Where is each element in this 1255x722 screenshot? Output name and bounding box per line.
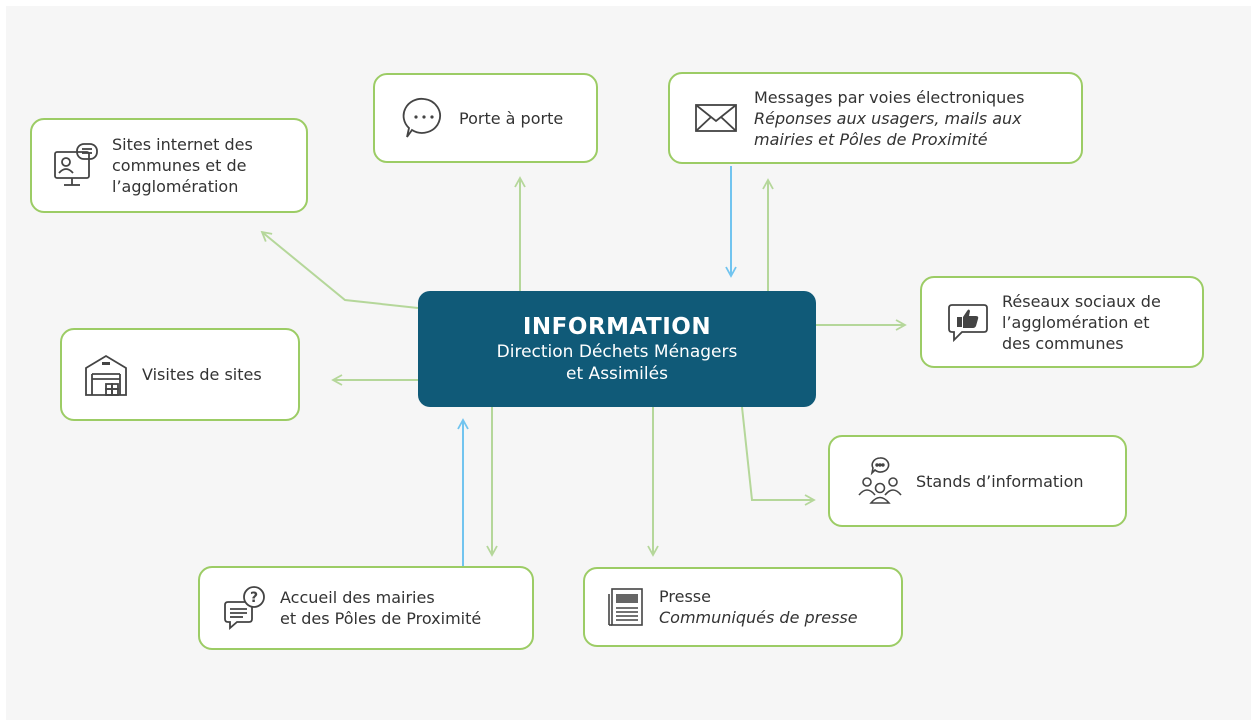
warehouse-icon <box>70 345 142 405</box>
node-reseaux-sociaux: Réseaux sociaux de l’agglomération et de… <box>920 276 1204 368</box>
node-accueil-mairies: ? Accueil des mairies et des Pôles de Pr… <box>198 566 534 650</box>
node-sites-internet: Sites internet des communes et de l’aggl… <box>30 118 308 213</box>
messages-title: Messages par voies électroniques <box>754 87 1025 107</box>
reseaux-line2: l’agglomération et <box>1002 312 1150 332</box>
center-subtitle-line2: et Assimilés <box>566 364 668 384</box>
presse-subtitle: Communiqués de presse <box>659 608 858 627</box>
node-messages: Messages par voies électroniques Réponse… <box>668 72 1083 164</box>
thumbs-up-chat-icon <box>932 292 1002 352</box>
question-chat-icon: ? <box>210 578 280 638</box>
speech-bubble-icon <box>389 88 459 148</box>
center-information-node: INFORMATION Direction Déchets Ménagers e… <box>418 291 816 407</box>
center-title: INFORMATION <box>522 314 712 340</box>
messages-subtitle-line1: Réponses aux usagers, mails aux <box>754 108 1022 128</box>
node-visites-de-sites: Visites de sites <box>60 328 300 421</box>
reseaux-line1: Réseaux sociaux de <box>1002 291 1161 311</box>
visites-label: Visites de sites <box>142 365 262 384</box>
sites-internet-line1: Sites internet des <box>112 135 253 154</box>
node-presse: Presse Communiqués de presse <box>583 567 903 647</box>
accueil-line2: et des Pôles de Proximité <box>280 609 482 628</box>
reseaux-line3: des communes <box>1002 333 1124 353</box>
messages-subtitle-line2: mairies et Pôles de Proximité <box>754 129 988 149</box>
arrow-to-sites-internet <box>260 230 419 309</box>
arrow-to-stands <box>741 406 816 506</box>
accueil-line1: Accueil des mairies <box>280 588 435 607</box>
stands-label: Stands d’information <box>916 471 1084 491</box>
sites-internet-line2: communes et de <box>112 156 247 175</box>
newspaper-icon <box>595 577 659 637</box>
monitor-chat-icon <box>40 136 112 196</box>
sites-internet-line3: l’agglomération <box>112 177 239 196</box>
presse-title: Presse <box>659 587 711 606</box>
node-porte-a-porte: Porte à porte <box>373 73 598 163</box>
porte-a-porte-label: Porte à porte <box>459 108 564 128</box>
envelope-icon <box>678 88 754 148</box>
svg-text:?: ? <box>250 590 258 606</box>
node-stands-information: Stands d’information <box>828 435 1127 527</box>
group-chat-icon <box>844 451 916 511</box>
center-subtitle-line1: Direction Déchets Ménagers <box>496 342 738 362</box>
